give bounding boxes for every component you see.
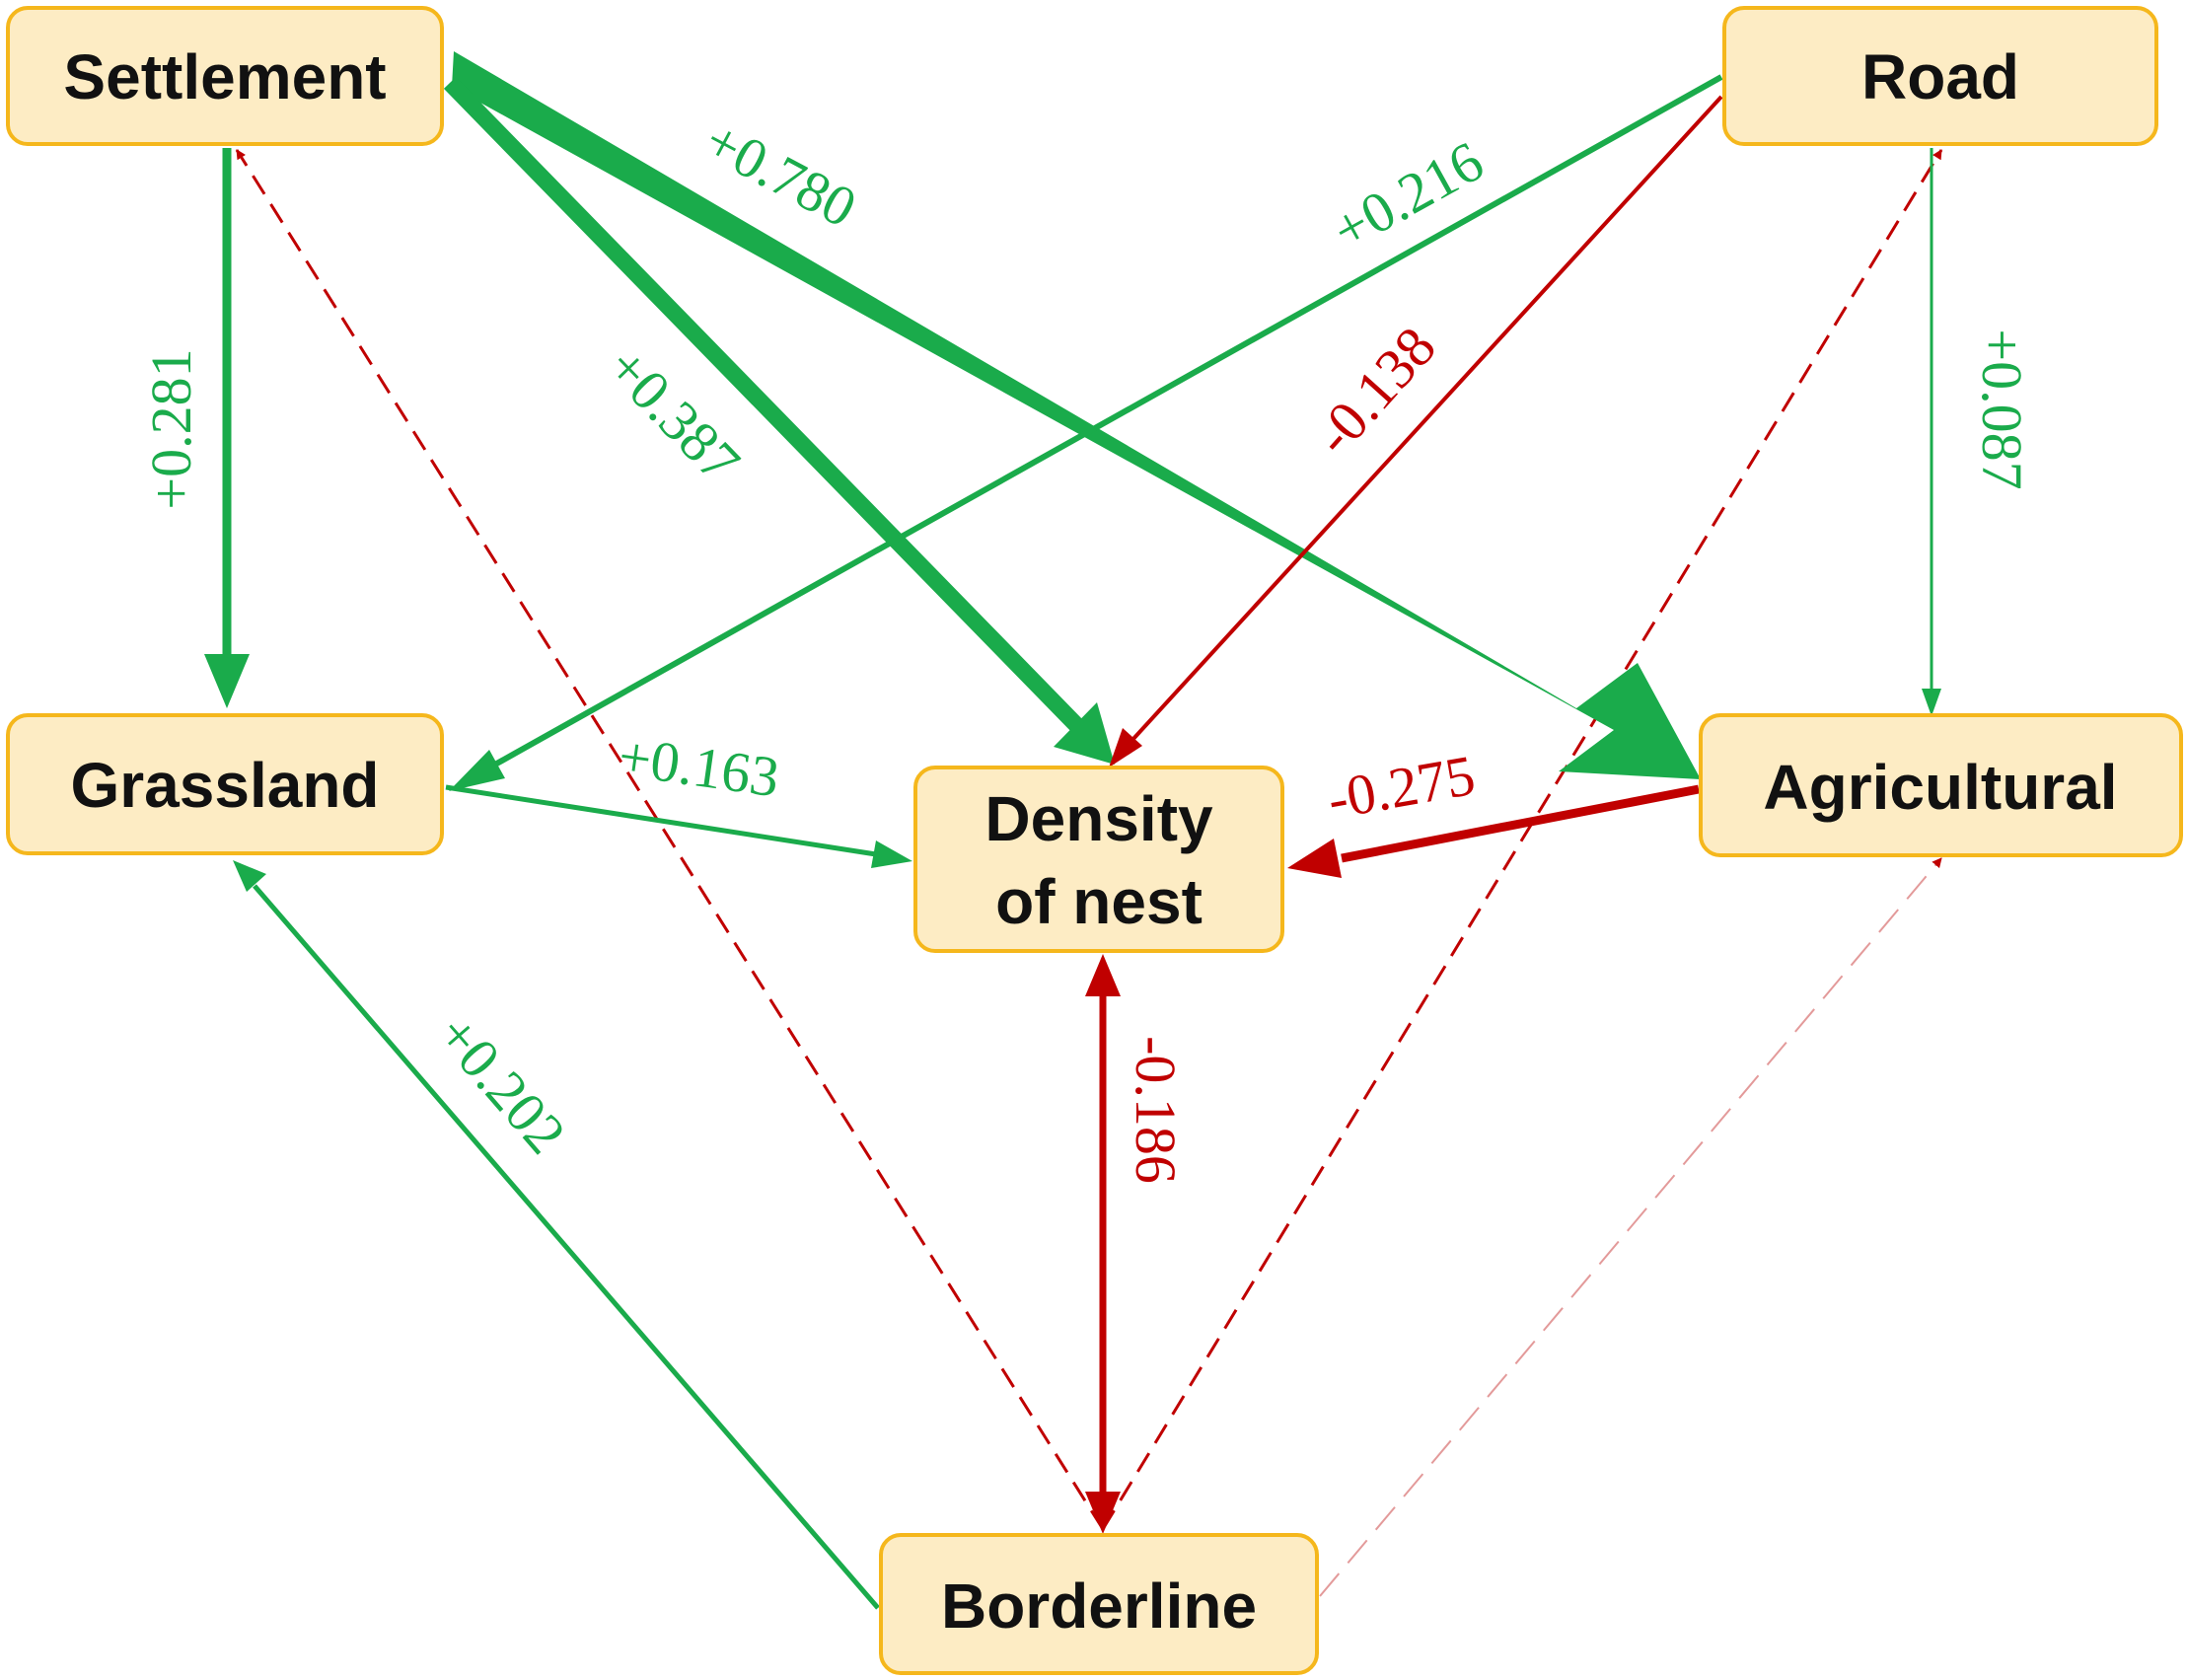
edge-borderline-road bbox=[1101, 149, 1943, 1530]
node-settlement: Settlement bbox=[6, 6, 444, 146]
edge-settlement-grassland-head bbox=[204, 654, 250, 708]
node-borderline-label: Borderline bbox=[941, 1570, 1257, 1642]
node-density-label-line1: Density bbox=[984, 783, 1213, 854]
label-agricultural-density: -0.275 bbox=[1323, 743, 1480, 832]
edge-borderline-settlement bbox=[235, 149, 1105, 1530]
edge-settlement-density bbox=[443, 77, 1090, 738]
edge-borderline-density-head-bottom bbox=[1085, 1492, 1121, 1534]
label-borderline-density: -0.186 bbox=[1124, 1036, 1188, 1184]
node-density-of-nest: Density of nest bbox=[913, 766, 1284, 953]
node-road-label: Road bbox=[1861, 41, 2019, 112]
edge-borderline-grassland bbox=[253, 884, 880, 1610]
edge-road-agricultural-head bbox=[1922, 689, 1941, 716]
edge-road-grassland bbox=[491, 74, 1723, 768]
edge-road-density bbox=[1130, 95, 1723, 742]
edge-grassland-density bbox=[445, 784, 877, 857]
edge-settlement-agricultural bbox=[452, 51, 1701, 779]
edge-agricultural-density bbox=[1341, 784, 1700, 863]
node-borderline: Borderline bbox=[879, 1533, 1319, 1675]
label-borderline-grassland: +0.202 bbox=[424, 1002, 578, 1166]
label-road-grassland: +0.216 bbox=[1322, 128, 1494, 262]
edge-road-grassland-head bbox=[449, 750, 505, 791]
node-grassland: Grassland bbox=[6, 713, 444, 855]
edge-borderline-agricultural bbox=[1319, 857, 1942, 1597]
node-grassland-label: Grassland bbox=[70, 750, 379, 821]
edge-grassland-density-head bbox=[871, 840, 912, 868]
node-density-label-line2: of nest bbox=[995, 866, 1203, 937]
edge-borderline-density-head-top bbox=[1085, 954, 1121, 996]
node-agricultural-label: Agricultural bbox=[1763, 752, 2117, 823]
label-road-agricultural: +0.087 bbox=[1970, 329, 2034, 489]
label-settlement-grassland: +0.281 bbox=[139, 348, 203, 509]
edge-borderline-grassland-head bbox=[233, 860, 266, 892]
node-settlement-label: Settlement bbox=[63, 41, 386, 112]
label-road-density: -0.138 bbox=[1301, 315, 1448, 468]
node-road: Road bbox=[1722, 6, 2158, 146]
edge-settlement-density-head bbox=[1054, 702, 1115, 765]
node-agricultural: Agricultural bbox=[1699, 713, 2183, 857]
edge-road-density-head bbox=[1109, 728, 1142, 767]
edge-agricultural-density-head bbox=[1287, 839, 1342, 878]
label-grassland-density: +0.163 bbox=[615, 724, 783, 810]
